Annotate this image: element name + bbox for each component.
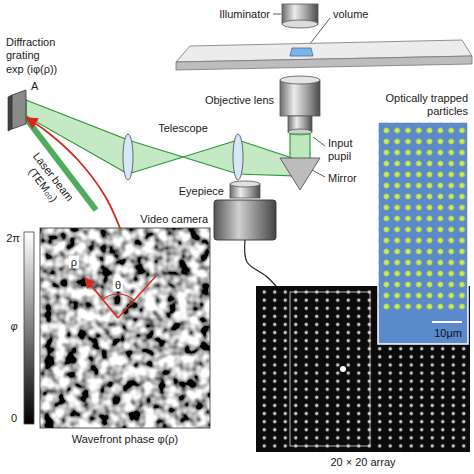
trapped-particles-inset bbox=[378, 122, 468, 344]
diffraction-grating: Diffraction gratingexp (iφ(ρ)) bbox=[10, 92, 26, 126]
eyepiece bbox=[230, 181, 260, 198]
axis-label: 2π bbox=[6, 232, 20, 245]
leader-line bbox=[273, 14, 281, 15]
camera-cable bbox=[245, 240, 276, 286]
component-label: Telescope bbox=[158, 122, 208, 135]
phase-colorbar bbox=[24, 232, 34, 424]
axis-label: φ bbox=[10, 320, 17, 333]
node-label: 10μm bbox=[434, 327, 462, 340]
node-label: Video camera bbox=[140, 213, 208, 226]
camera-box: Video camera bbox=[214, 200, 276, 240]
component-label: Objective lens bbox=[205, 94, 274, 107]
array-panel: 20 × 20 array bbox=[256, 286, 470, 452]
axis-label: 0 bbox=[11, 412, 17, 425]
phase-panel: Wavefront phase φ(ρ) bbox=[40, 228, 210, 428]
component-label: Eyepiece bbox=[179, 185, 224, 198]
node-label: Diffraction grating bbox=[6, 36, 70, 62]
node-label: Wavefront phase φ(ρ) bbox=[40, 433, 210, 446]
vector-label: ρ bbox=[69, 256, 79, 269]
node-label: exp (iφ(ρ)) bbox=[6, 63, 57, 76]
component-label: Mirror bbox=[328, 172, 357, 185]
illuminator bbox=[282, 4, 318, 28]
sample-stage bbox=[176, 40, 472, 70]
polar-vectors bbox=[85, 276, 156, 318]
component-label: volume bbox=[333, 8, 368, 21]
phase-image bbox=[40, 228, 210, 428]
node-label: 20 × 20 array bbox=[256, 456, 470, 469]
mirror-prism bbox=[280, 158, 320, 190]
component-label: Input pupil bbox=[328, 137, 368, 163]
diffraction-grating bbox=[8, 90, 26, 131]
component-label: Illuminator bbox=[219, 8, 270, 21]
telescope-lens bbox=[123, 134, 243, 180]
objective-lens bbox=[280, 76, 320, 135]
node-label: Optically trapped particles bbox=[368, 92, 468, 118]
video-camera bbox=[214, 200, 276, 240]
angle-label: θ bbox=[113, 279, 123, 292]
inset-panel: Optically trapped particles10μm bbox=[378, 122, 468, 344]
beam-label: Laser beam (TEM₀₀) bbox=[18, 148, 78, 214]
point-label: A bbox=[31, 80, 38, 93]
leader-line bbox=[313, 137, 325, 146]
phase-frame bbox=[40, 228, 210, 428]
leader-line bbox=[312, 170, 325, 177]
